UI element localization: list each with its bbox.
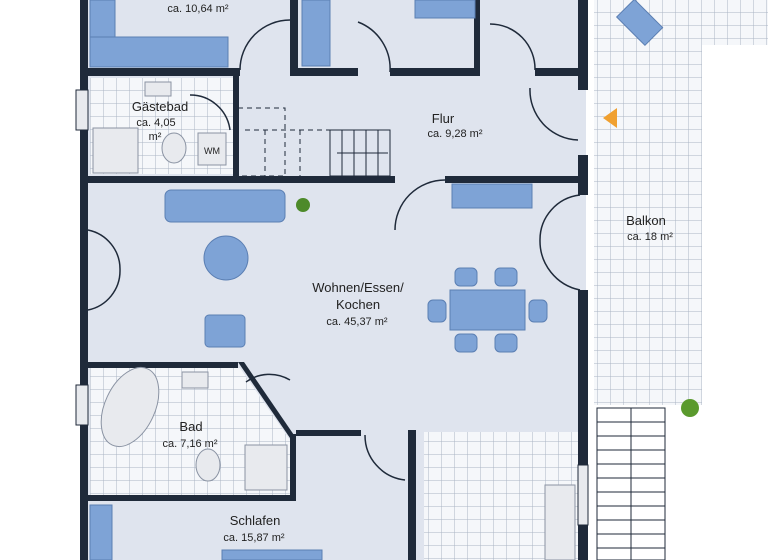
- room-name: Flur: [432, 111, 455, 126]
- appliance-label: WM: [204, 146, 220, 156]
- shower-gaestebad: [92, 127, 139, 174]
- wardrobe: [301, 0, 331, 67]
- room-area: ca. 4,05: [136, 117, 175, 129]
- stove: [544, 484, 576, 560]
- entrance-arrow-icon: [603, 108, 617, 128]
- bathtub: [100, 366, 160, 448]
- plant-icon: [681, 399, 699, 417]
- fixtures: [92, 81, 576, 560]
- bed-foot: [221, 549, 323, 560]
- exterior-stairs: [596, 407, 666, 560]
- room-name: Kochen: [336, 297, 380, 312]
- desk: [414, 0, 476, 19]
- sideboard: [451, 183, 533, 209]
- bed-top-left: [89, 0, 116, 38]
- sink-bad: [181, 371, 209, 389]
- room-area: ca. 10,64 m²: [167, 3, 228, 15]
- room-name: Balkon: [626, 213, 666, 228]
- sofa: [164, 189, 286, 223]
- room-name: Bad: [179, 419, 202, 434]
- balcony-floor-top: [594, 0, 768, 45]
- sofa-top-left: [89, 36, 229, 68]
- washing-machine: [197, 132, 227, 166]
- shower-bad: [244, 444, 288, 491]
- balcony-floor: [594, 0, 702, 405]
- furniture: [89, 0, 664, 560]
- room-area: ca. 15,87 m²: [223, 532, 284, 544]
- plant-icon: [296, 198, 310, 212]
- bed-schlafen: [89, 504, 113, 560]
- room-area: ca. 9,28 m²: [427, 128, 482, 140]
- armchair: [204, 314, 246, 348]
- sink-gaestebad: [144, 81, 172, 97]
- room-name: Wohnen/Essen/: [312, 280, 404, 295]
- doors[interactable]: [87, 19, 581, 481]
- room-area: ca. 45,37 m²: [326, 316, 387, 328]
- room-name: Schlafen: [230, 513, 281, 528]
- interior-stairs: [237, 107, 391, 177]
- room-area: ca. 7,16 m²: [162, 438, 217, 450]
- toilet-gaestebad: [161, 132, 187, 164]
- room-area: ca. 18 m²: [627, 231, 673, 243]
- walls: [75, 0, 589, 560]
- dining-table: [449, 289, 526, 331]
- balcony-table: [615, 0, 664, 47]
- toilet-bad: [195, 448, 221, 482]
- room-name: Gästebad: [132, 99, 188, 114]
- coffee-table: [203, 235, 249, 281]
- room-area: m²: [149, 131, 162, 143]
